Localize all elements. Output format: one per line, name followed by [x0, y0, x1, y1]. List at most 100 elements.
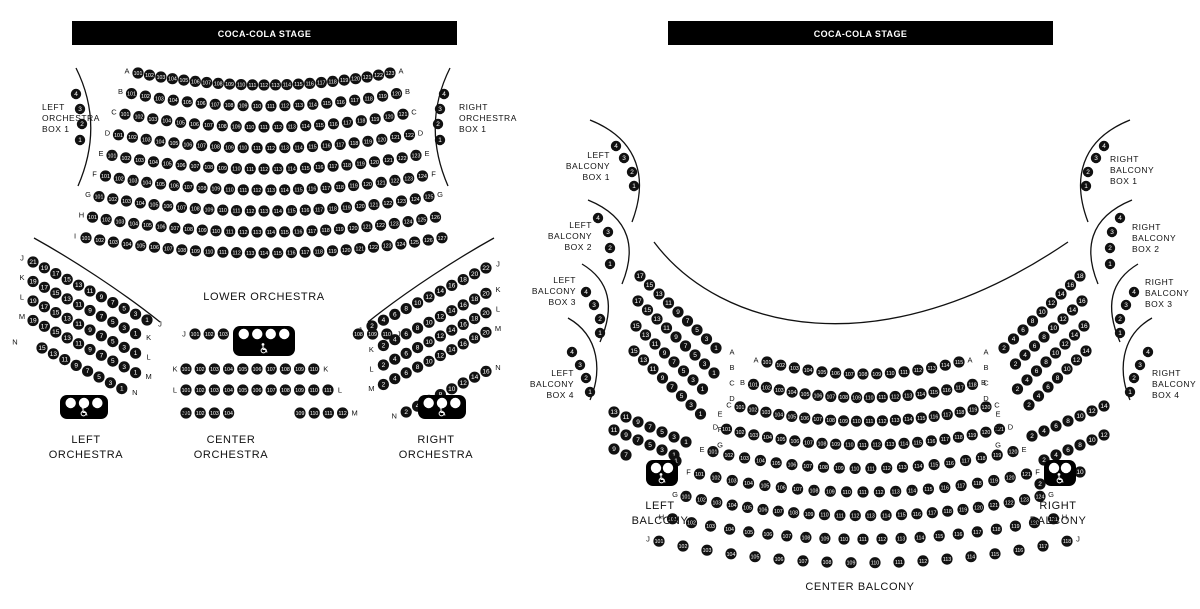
center-balc-E-112[interactable] [881, 462, 893, 474]
lower-orch-H-125[interactable] [416, 213, 428, 226]
lower-orch-I-119[interactable] [326, 245, 339, 257]
center-balc-E-103[interactable] [739, 452, 751, 464]
center-balc-A-107[interactable] [843, 368, 855, 380]
lower-orch-C-102[interactable] [133, 111, 145, 123]
left-balc-D-9[interactable] [656, 372, 669, 384]
balc-rbox4-seat-2[interactable] [1128, 372, 1140, 384]
center-balc-F-113[interactable] [890, 485, 902, 497]
center-balc-F-111[interactable] [857, 486, 869, 498]
center-balc-C-103[interactable] [760, 406, 772, 418]
center-balc-E-105[interactable] [770, 457, 782, 469]
lower-orch-H-113[interactable] [251, 226, 263, 238]
lower-orch-C-101[interactable] [119, 108, 131, 120]
lower-orch-H-126[interactable] [429, 211, 442, 223]
lower-orch-F-109[interactable] [210, 183, 222, 195]
lower-orch-I-123[interactable] [381, 240, 393, 252]
lower-orch-C-118[interactable] [355, 115, 367, 127]
lower-orch-I-108[interactable] [176, 244, 188, 256]
center-balc-F-101[interactable] [693, 468, 706, 480]
center-balc-E-118[interactable] [975, 452, 988, 464]
lower-orch-B-105[interactable] [181, 96, 193, 108]
lower-orch-C-111[interactable] [258, 121, 270, 133]
lower-orch-F-117[interactable] [320, 182, 332, 194]
left-orch-K-1[interactable] [130, 328, 142, 340]
balc-rbox3-seat-1[interactable] [1114, 327, 1126, 339]
left-orch-N-5[interactable] [93, 371, 105, 383]
lower-orch-G-124[interactable] [409, 193, 421, 205]
center-orch-L-106[interactable] [251, 384, 263, 396]
left-balc-B-9[interactable] [670, 331, 682, 343]
center-balc-H-109[interactable] [819, 532, 831, 545]
lower-orch-I-104[interactable] [121, 238, 133, 250]
lower-orch-B-116[interactable] [335, 96, 347, 108]
lower-orch-C-115[interactable] [314, 119, 326, 131]
left-balc-A-15[interactable] [643, 279, 656, 291]
left-balc-B-13[interactable] [651, 313, 663, 325]
lower-orch-I-102[interactable] [94, 234, 106, 246]
center-balc-D-115[interactable] [912, 436, 924, 448]
lower-orch-G-120[interactable] [354, 200, 366, 212]
lower-orch-F-101[interactable] [99, 170, 112, 182]
balc-rbox4-seat-4[interactable] [1142, 346, 1154, 358]
lower-orch-I-115[interactable] [272, 247, 284, 259]
balc-left-accessible-seat-5[interactable] [650, 462, 662, 474]
orch-right-accessible-seat-8[interactable] [450, 397, 461, 409]
balc-lbox2-seat-1[interactable] [604, 258, 616, 270]
right-balc-A-8[interactable] [1026, 315, 1039, 327]
balc-lbox4-seat-4[interactable] [566, 346, 578, 358]
right-balc-B-14[interactable] [1066, 304, 1079, 316]
center-balc-F-115[interactable] [922, 483, 935, 495]
right-balc-A-16[interactable] [1064, 279, 1077, 291]
right-balc-D-2[interactable] [1023, 399, 1035, 411]
left-orch-J-13[interactable] [73, 279, 85, 291]
right-orch-L-4[interactable] [389, 353, 401, 365]
right-balc-F-4[interactable] [1050, 449, 1062, 461]
left-balc-C-3[interactable] [687, 374, 699, 386]
left-balc-E-13[interactable] [608, 406, 620, 418]
lower-orch-A-111[interactable] [246, 79, 259, 91]
lower-orch-E-123[interactable] [410, 149, 422, 161]
lower-orch-G-101[interactable] [93, 191, 105, 203]
lower-orch-H-120[interactable] [347, 222, 359, 234]
lower-orch-A-119[interactable] [338, 74, 350, 86]
center-balc-J-118[interactable] [1061, 535, 1073, 547]
lower-orch-C-106[interactable] [188, 118, 201, 130]
center-balc-B-107[interactable] [825, 390, 837, 403]
lower-orch-E-120[interactable] [368, 156, 381, 168]
center-balc-J-105[interactable] [749, 551, 761, 563]
center-balc-B-117[interactable] [954, 381, 966, 393]
lower-orch-D-104[interactable] [154, 135, 166, 147]
center-balc-J-114[interactable] [965, 551, 977, 563]
center-balc-H-113[interactable] [895, 532, 907, 545]
left-orch-N-3[interactable] [104, 377, 116, 389]
lower-orch-A-121[interactable] [361, 71, 373, 83]
right-balc-F-12[interactable] [1098, 429, 1110, 441]
left-orch-L-3[interactable] [118, 341, 130, 353]
center-balc-A-108[interactable] [857, 368, 869, 380]
center-balc-C-120[interactable] [980, 401, 992, 413]
right-balc-B-2[interactable] [1009, 358, 1022, 370]
balc-lbox3-seat-4[interactable] [580, 286, 592, 298]
center-balc-A-103[interactable] [788, 362, 801, 374]
right-balc-D-6[interactable] [1042, 381, 1054, 393]
balc-lbox4-seat-1[interactable] [584, 386, 596, 398]
balc-rbox1-seat-2[interactable] [1082, 166, 1094, 178]
lower-orch-D-116[interactable] [320, 140, 332, 152]
right-orch-M-10[interactable] [423, 355, 435, 367]
center-balc-J-107[interactable] [797, 555, 809, 567]
lower-orch-C-116[interactable] [327, 118, 340, 130]
center-balc-J-103[interactable] [701, 544, 713, 556]
right-orch-N-12[interactable] [457, 377, 469, 389]
orch-left-accessible-seat-5[interactable] [78, 397, 90, 409]
lower-orch-D-101[interactable] [112, 129, 125, 141]
center-balc-E-111[interactable] [865, 462, 877, 474]
right-orch-J-22[interactable] [480, 262, 492, 274]
lower-orch-I-116[interactable] [285, 247, 297, 259]
right-orch-K-14[interactable] [446, 305, 458, 317]
center-balc-A-104[interactable] [802, 364, 814, 376]
lower-orch-A-112[interactable] [258, 79, 270, 91]
center-orch-J-108[interactable] [352, 328, 364, 340]
center-balc-G-101[interactable] [680, 490, 692, 502]
left-orch-J-21[interactable] [27, 256, 39, 268]
lower-orch-D-109[interactable] [223, 141, 235, 153]
